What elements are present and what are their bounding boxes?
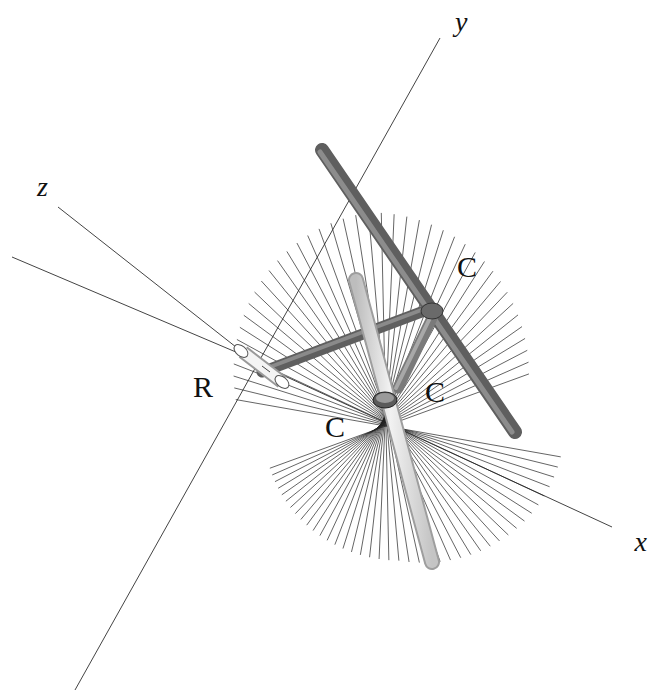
ruling-line: [261, 281, 499, 541]
ruling-line: [269, 271, 490, 547]
ruling-line: [307, 271, 493, 525]
ruling-line: [319, 229, 440, 562]
axis-label: z: [37, 173, 48, 201]
axis-label: y: [455, 8, 467, 36]
joint-label: C: [325, 412, 345, 442]
link-highlight: [320, 152, 512, 432]
ruling-line: [327, 244, 465, 540]
link-tube: [356, 280, 432, 562]
joint-face: [376, 393, 394, 403]
link-tube-body: [356, 280, 432, 562]
links: [232, 150, 515, 562]
y-axis: [75, 38, 440, 690]
joint-label: R: [193, 372, 213, 402]
ruling-line: [320, 252, 475, 535]
cylindrical-joint: [373, 392, 397, 408]
ruling-line: [249, 303, 517, 528]
ruling-line: [308, 236, 451, 561]
ruling-line: [278, 261, 481, 551]
ruling-line: [297, 243, 461, 558]
joint-label: C: [457, 252, 477, 282]
ruling-line: [295, 292, 507, 513]
cylindrical-joint: [421, 303, 443, 319]
ruling-line: [287, 251, 471, 554]
joint-axis-line: [12, 257, 250, 358]
revolute-joint: [232, 342, 292, 391]
coordinate-axes: [12, 38, 612, 690]
link-highlight: [396, 318, 430, 388]
z-axis: [58, 207, 255, 362]
joint-label: C: [425, 377, 445, 407]
ruling-line: [313, 261, 484, 530]
axis-label: x: [635, 528, 647, 556]
